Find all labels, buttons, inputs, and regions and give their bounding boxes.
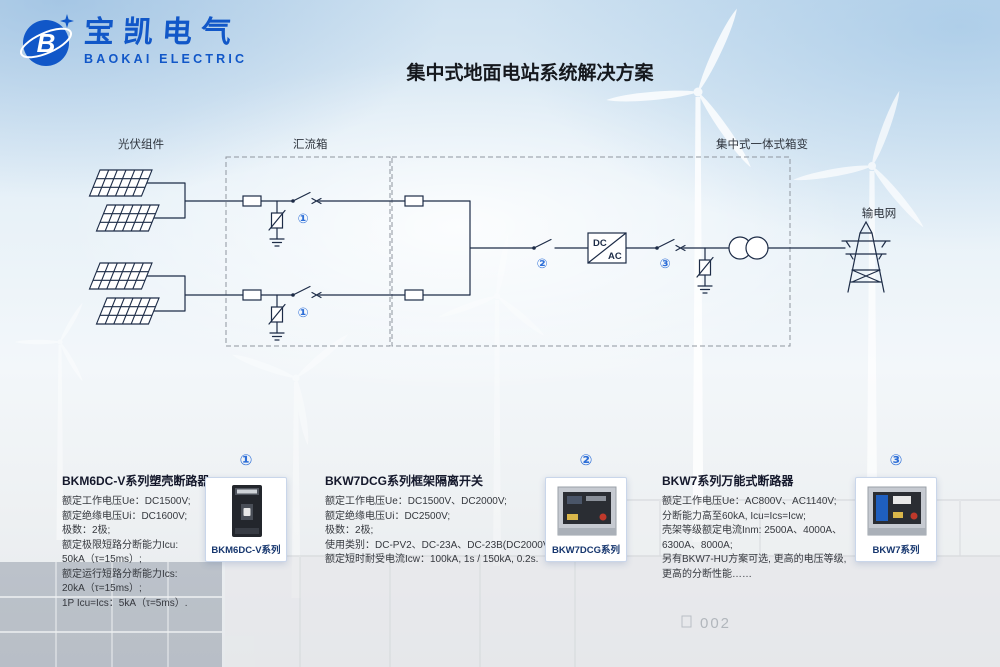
product-marker-2: ② [579,452,593,469]
container-marking [681,615,692,628]
product-card-2: BKW7DCG系列框架隔离开关 额定工作电压Ue：DC1500V、DC2000V… [325,472,556,568]
acb-product-icon [557,486,617,536]
product-title: BKW7DCG系列框架隔离开关 [325,474,483,488]
breaker-switch-icon [291,191,686,299]
pv-modules-label: 光伏组件 [118,137,164,151]
brand-name-en: BAOKAI ELECTRIC [84,52,248,66]
station-box-outline [391,156,791,347]
wind-turbine-icon [438,234,545,566]
product-title: BKM6DC-V系列塑壳断路器 [62,474,210,488]
spec-line: 分断能力高至60kA, Icu=Ics=Icw; [662,510,806,522]
product-title: BKW7系列万能式断路器 [662,474,794,488]
product-specs: 额定工作电压Ue：DC1500V; 额定绝缘电压Ui：DC1600V; 极数：2极;… [62,495,222,611]
spec-line: 20kA（τ=15ms）; [62,583,142,594]
brand-logo: B 宝凯电气 BAOKAI ELECTRIC [18,12,247,72]
product-specs: 额定工作电压Ue：DC1500V、DC2000V; 额定绝缘电压Ui：DC2500… [325,495,556,568]
wind-turbine-icon [15,303,83,540]
svg-text:DC: DC [593,238,607,249]
marker-1: ① [297,211,308,226]
sparkle-icon [60,14,74,28]
spec-line: 另有BKW7-HU方案可选, 更高的电压等级, [662,554,847,565]
spec-line: 额定极限短路分断能力Icu: [62,539,179,551]
acb-product-icon [867,486,927,536]
product-card-3: BKW7系列万能式断路器 额定工作电压Ue：AC800V、AC1140V; 分断能… [662,472,852,582]
product-caption: BKW7DCG系列 [551,545,621,556]
grid-label: 输电网 [862,206,897,220]
brand-emblem-icon: B [20,14,74,66]
surge-protector-icon [268,294,286,341]
wind-turbine-icon [793,90,924,558]
spec-line: 50kA（τ=15ms）; [62,554,142,565]
brand-name-cn: 宝凯电气 [82,16,242,49]
spec-line: 额定运行短路分断能力Ics: [62,568,178,580]
container-number: 002 [700,615,731,632]
spec-line: 额定工作电压Ue：AC800V、AC1140V; [662,496,837,507]
spec-line: 使用类别：DC-PV2、DC-23A、DC-23B(DC2000V); [325,539,556,551]
spec-line: 额定绝缘电压Ui：DC2500V; [325,510,451,522]
product-caption: BKW7系列 [872,545,920,556]
product-caption: BKM6DC-V系列 [211,545,281,556]
marker-1: ① [297,305,308,320]
product-card-1: BKM6DC-V系列塑壳断路器 额定工作电压Ue：DC1500V; 额定绝缘电压U… [62,472,222,611]
wind-turbine-icon [606,8,751,542]
spec-line: 更高的分断性能…… [662,568,752,580]
product-marker-3: ③ [889,452,903,469]
system-schematic: 光伏组件 汇流箱 集中式一体式箱变 输电网 [88,137,897,347]
product-marker-1: ① [239,452,253,469]
surge-protector-icon [696,247,714,294]
spec-line: 6300A、8000A; [662,539,733,551]
transmission-tower-icon [841,220,891,293]
spec-line: 极数：2极; [325,525,374,536]
spec-line: 额定工作电压Ue：DC1500V、DC2000V; [325,496,507,507]
spec-line: 额定绝缘电压Ui：DC1600V; [62,510,188,522]
inverter-icon: DC AC [587,232,627,264]
combiner-box-outline [225,156,391,347]
fuse-icon [242,195,424,301]
combiner-box-label: 汇流箱 [293,137,328,151]
product-image-3: BKW7系列 [855,477,937,562]
marker-3: ③ [659,256,670,271]
product-image-1: BKM6DC-V系列 [205,477,287,562]
pv-panel-icon [88,169,160,325]
marker-2: ② [536,256,547,271]
page-title: 集中式地面电站系统解决方案 [406,63,654,84]
mccb-product-icon [232,485,262,537]
spec-line: 额定工作电压Ue：DC1500V; [62,496,191,507]
svg-text:B: B [37,28,56,58]
spec-line: 壳架等级额定电流Inm: 2500A、4000A、 [662,525,843,536]
transformer-icon [728,236,769,260]
wind-turbine-icon [232,334,349,598]
svg-text:AC: AC [608,251,622,262]
solar-field [0,562,222,667]
spec-line: 额定短时耐受电流Icw：100kA, 1s / 150kA, 0.2s. [325,554,539,565]
spec-line: 极数：2极; [62,525,111,536]
spec-line: 1P Icu=Ics：5kA（τ=5ms）. [62,597,188,609]
product-image-2: BKW7DCG系列 [545,477,627,562]
product-specs: 额定工作电压Ue：AC800V、AC1140V; 分断能力高至60kA, Icu=… [662,495,852,582]
station-label: 集中式一体式箱变 [716,137,808,151]
surge-protector-icon [268,200,286,247]
